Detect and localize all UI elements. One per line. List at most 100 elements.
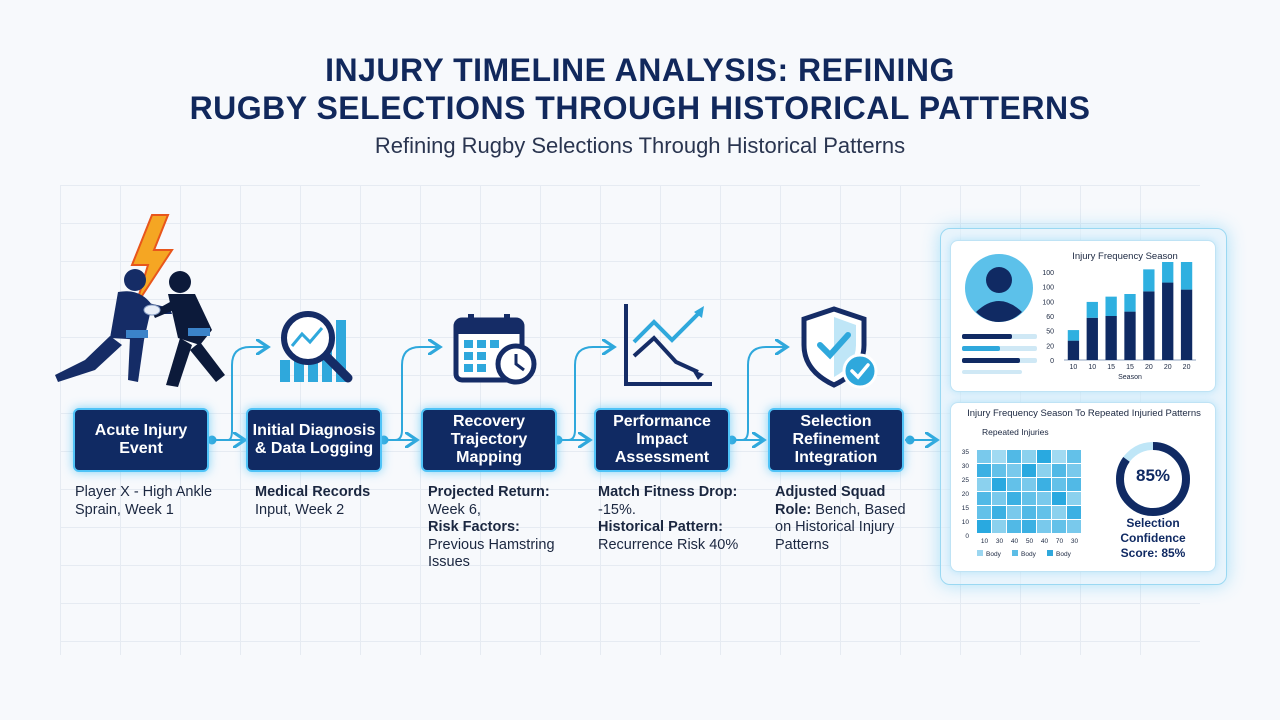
heatmap-y-tick: 0 (965, 533, 969, 540)
heatmap-cell (1052, 492, 1066, 505)
bar-light (1143, 269, 1155, 292)
heatmap-cell (1067, 520, 1081, 533)
bar-light (1180, 262, 1193, 290)
heatmap-cell (1007, 464, 1021, 477)
heatmap-cell (992, 464, 1006, 477)
step-desc-2-line-1: Medical Records (255, 484, 371, 500)
bar-y-tick: 0 (1050, 358, 1054, 365)
heatmap-cell (1037, 506, 1051, 519)
bar-dark (1162, 282, 1174, 360)
shield-check-icon (801, 306, 878, 389)
bar-light (1162, 262, 1174, 283)
heatmap-cell (992, 450, 1006, 463)
gauge-label: Selection Confidence Score: 85% (1120, 516, 1186, 560)
heatmap-legend-label: Body (986, 551, 1002, 558)
bar-y-tick: 100 (1042, 270, 1054, 277)
bar-y-tick: 60 (1046, 314, 1054, 321)
heatmap-x-tick: 50 (1026, 538, 1034, 545)
step-desc-3: Projected Return: Week 6, Risk Factors: … (428, 484, 578, 572)
heatmap-cell (1022, 520, 1036, 533)
rugby-tackle-lightning-icon (55, 214, 225, 387)
selection-confidence-gauge (1116, 442, 1190, 516)
heatmap-cell (1067, 478, 1081, 491)
step-box-performance-impact: Performance Impact Assessment (594, 408, 730, 472)
heatmap-cell (977, 478, 991, 491)
heatmap-cell (1067, 506, 1081, 519)
bar-x-tick: 20 (1183, 364, 1191, 371)
step-desc-2-line-2: Input, Week 2 (255, 501, 345, 518)
card1-title: Injury Frequency Season (1072, 251, 1178, 262)
heatmap-cell (1052, 520, 1066, 533)
calendar-clock-icon (453, 314, 537, 385)
heatmap-x-tick: 30 (996, 538, 1004, 545)
bar-x-tick: 10 (1070, 364, 1078, 371)
heatmap-cell (1067, 492, 1081, 505)
step-desc-4-line-1: Match Fitness Drop: (598, 484, 738, 500)
page-title-line-2: RUGBY SELECTIONS THROUGH HISTORICAL PATT… (189, 90, 1091, 126)
step-desc-4-line-2: -15%. (598, 501, 636, 518)
heatmap-cell (1037, 492, 1051, 505)
step-desc-2: Medical Records Input, Week 2 (255, 484, 405, 519)
heatmap-cell (977, 492, 991, 505)
step-desc-4-line-4: Recurrence Risk 40% (598, 536, 739, 553)
heatmap-y-tick: 10 (962, 519, 970, 526)
heatmap-cell (992, 506, 1006, 519)
player-avatar-icon (965, 254, 1033, 322)
heatmap-legend-swatch (1012, 550, 1018, 556)
step-desc-5-line-2: Role: (775, 501, 812, 518)
bar-y-tick: 100 (1042, 299, 1054, 306)
step-desc-1: Player X - High Ankle Sprain, Week 1 (75, 484, 225, 519)
bar-x-tick: 20 (1145, 364, 1153, 371)
heatmap-cell (977, 464, 991, 477)
step-desc-4-line-3: Historical Pattern: (598, 519, 723, 535)
heatmap-cell (1037, 450, 1051, 463)
heatmap-x-tick: 30 (1071, 538, 1079, 545)
page-subtitle: Refining Rugby Selections Through Histor… (374, 133, 906, 158)
bar-light (1105, 296, 1117, 316)
player-stat-bars (962, 334, 1037, 374)
gauge-value-text: 85% (1135, 466, 1171, 485)
bar-dark (1143, 291, 1155, 360)
heatmap-cell (1007, 450, 1021, 463)
step-desc-5: Adjusted Squad Role: Bench, Based on His… (775, 484, 915, 554)
heatmap-cell (1022, 450, 1036, 463)
bar-light (1086, 301, 1098, 318)
page-title-line-1: INJURY TIMELINE ANALYSIS: REFINING (325, 52, 955, 88)
bar-y-tick: 20 (1046, 343, 1054, 350)
heatmap-cell (1022, 464, 1036, 477)
heatmap-y-tick: 20 (962, 491, 970, 498)
bar-y-tick: 100 (1042, 285, 1054, 292)
heatmap-y-tick: 30 (962, 463, 970, 470)
heatmap-cell (977, 520, 991, 533)
heatmap-x-tick: 40 (1041, 538, 1049, 545)
magnifier-chart-icon (280, 311, 353, 383)
bar-dark (1180, 289, 1193, 360)
step-box-initial-diagnosis: Initial Diagnosis & Data Logging (246, 408, 382, 472)
step-box-selection-refinement: Selection Refinement Integration (768, 408, 904, 472)
heatmap-y-tick: 25 (962, 477, 970, 484)
heatmap-cell (1022, 478, 1036, 491)
heatmap-cell (1067, 450, 1081, 463)
heatmap-legend-swatch (1047, 550, 1053, 556)
bar-dark (1086, 317, 1098, 360)
heatmap-cell (1022, 506, 1036, 519)
heatmap-cell (1052, 478, 1066, 491)
heatmap-cell (992, 520, 1006, 533)
heatmap-legend-label: Body (1021, 551, 1037, 558)
heatmap-cell (1037, 464, 1051, 477)
heatmap-cell (1037, 478, 1051, 491)
heatmap-cell (1007, 506, 1021, 519)
bar-y-tick: 50 (1046, 329, 1054, 336)
step-desc-5-line-3: Bench, Based on Historical Injury Patter… (775, 501, 906, 553)
card2-title: Injury Frequency Season To Repeated Inju… (967, 408, 1201, 419)
line-chart-icon (624, 304, 712, 386)
heatmap-cell (1067, 464, 1081, 477)
heatmap-x-tick: 10 (981, 538, 989, 545)
bar-light (1067, 330, 1080, 341)
step-desc-3-line-2: Week 6, (428, 501, 481, 518)
heatmap-title: Repeated Injuries (982, 427, 1049, 437)
step-desc-3-line-1: Projected Return: (428, 484, 550, 500)
